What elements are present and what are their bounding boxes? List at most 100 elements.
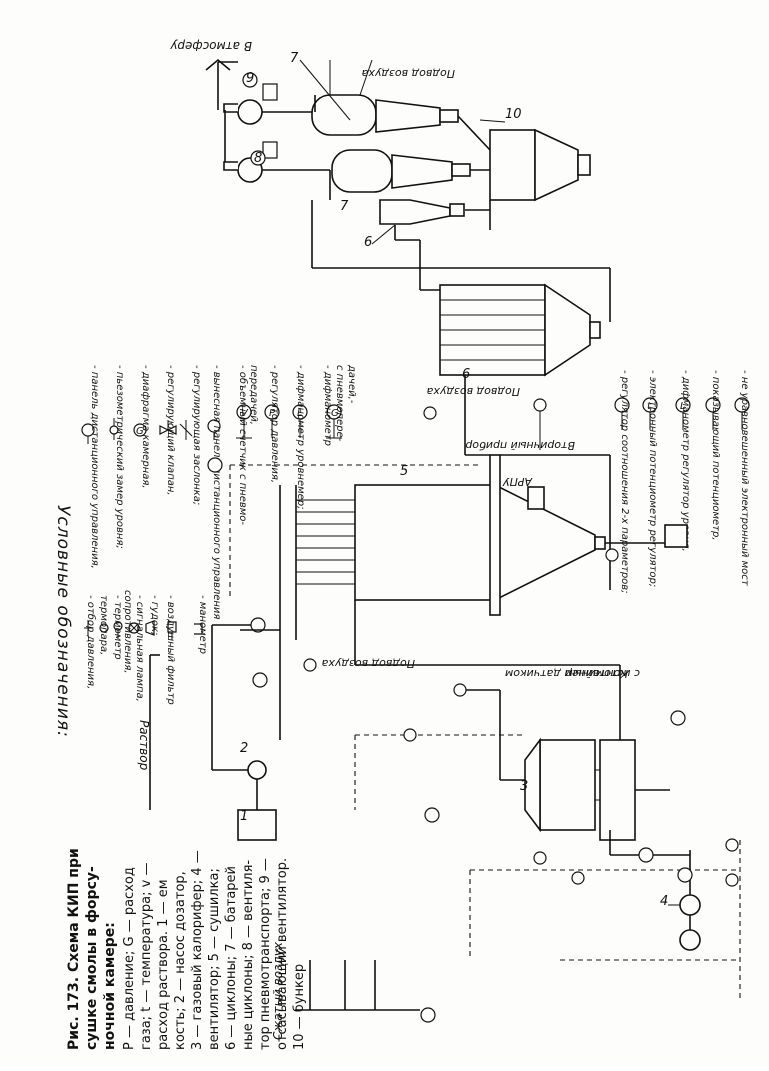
- bunker-10: 10: [479, 107, 591, 202]
- dosing-pump-2: 2: [211, 617, 268, 780]
- arpu-label: АРПУ: [502, 475, 533, 488]
- caption-line-1: Рис. 173. Схема КИП при: [66, 848, 82, 1050]
- legend-left-7: - воздушный фильтр: [165, 595, 176, 705]
- legend-right-12: с пневмопере-: [334, 365, 345, 442]
- caption-line-10: 6 — циклоны; 7 — батарей: [224, 866, 239, 1050]
- cyclone-6-upper: 6: [364, 199, 465, 250]
- dmp-letter: G: [331, 408, 339, 419]
- dryer-5: 5 АРПУ: [354, 454, 606, 616]
- legend-right-13: дачей,-: [346, 364, 357, 404]
- ratio-regulator-symbol: [614, 397, 630, 430]
- legend-right-17: - показывающий потенциометр,: [710, 370, 721, 541]
- level-regulator-symbol: L: [675, 397, 691, 430]
- caption-line-8: 3 — газовый калорифер; 4 —: [190, 850, 205, 1050]
- legend: Условные обозначения: - отбор давления, …: [53, 364, 750, 738]
- caption-line-11: ные циклоны; 8 — вентиля-: [241, 860, 256, 1050]
- orifice-letter: G: [136, 426, 144, 437]
- legend-right-14: - регулятор соотношения 2-х параметров;: [619, 370, 630, 594]
- label-9: 9: [246, 71, 254, 86]
- label-6-lower: 6: [462, 367, 470, 382]
- manometer-symbol: [194, 623, 203, 635]
- diff-manometer-level-symbol: L: [292, 404, 308, 438]
- electronic-potentiometer-symbol: t: [642, 397, 658, 430]
- label-7-upper: 7: [290, 51, 299, 66]
- preg-letter: P: [269, 408, 276, 419]
- compressed-air-label: Сжатый воздух: [271, 941, 285, 1040]
- nozzle-bank: [279, 485, 355, 600]
- signal-lamp-symbol: [128, 622, 140, 634]
- volume-meter-symbol: V: [236, 404, 252, 439]
- caption-line-12: тор пневмотранспорта; 9 —: [258, 858, 273, 1050]
- label-1: 1: [240, 809, 248, 824]
- legend-right-15: - электронный потенциометр регулятор;: [647, 370, 658, 587]
- chamber-orifice-symbol: G: [133, 423, 147, 437]
- legend-left-3: - термометр: [112, 595, 123, 660]
- pressure-tap-symbol: [84, 620, 92, 636]
- thermocouple-symbol: [99, 623, 109, 633]
- process-flow: В атмосферу 9 8: [137, 39, 741, 1040]
- cyclones-6-battery: 6: [439, 283, 601, 382]
- remote-panel-2-symbol: [207, 419, 221, 440]
- label-10: 10: [505, 107, 522, 122]
- ep-letter: t: [647, 401, 652, 412]
- legend-right-10: - дифманометр уровнемер;: [295, 365, 306, 510]
- remote-panel-symbol: [81, 423, 95, 444]
- piezometric-level-symbol: [109, 418, 119, 440]
- caption-line-7: кость; 2 — насос дозатор,: [173, 871, 188, 1050]
- container: Контейнер с истоминым датчиком: [505, 524, 688, 680]
- gas-calorifer-3: 3: [520, 737, 670, 841]
- control-damper-symbol: [179, 420, 193, 440]
- diff-manometer-pneumatic-symbol: G: [326, 404, 342, 439]
- legend-left-6: - гудок;: [149, 595, 160, 635]
- air-supply-low-label: Подвод воздуха: [321, 657, 415, 670]
- caption-line-13: отсасывающий вентилятор.: [275, 858, 290, 1050]
- figure-caption: Рис. 173. Схема КИП при сушке смолы в фо…: [66, 848, 307, 1050]
- legend-right-11: - дифманометр: [322, 365, 333, 446]
- caption-line-14: 10 — бункер: [292, 964, 307, 1050]
- label-2: 2: [240, 741, 248, 756]
- fan-4: 4: [660, 850, 701, 951]
- legend-right-9: - регулятор давления,: [269, 365, 280, 483]
- compressed-air-line: Сжатый воздух: [271, 941, 420, 1040]
- label-3: 3: [520, 779, 528, 794]
- caption-line-9: вентилятор; 5 — сушилка;: [207, 868, 222, 1050]
- horn-symbol: [145, 620, 155, 636]
- dml-letter: L: [297, 408, 303, 419]
- legend-right-2: - пьезометрический замер уровня;: [114, 365, 125, 549]
- indicating-potentiometer-symbol: [705, 397, 721, 430]
- secondary-device-label: Вторичный прибор: [465, 439, 575, 452]
- legend-left-8: - манометр: [197, 595, 208, 654]
- legend-left-1: - отбор давления,: [85, 595, 97, 689]
- legend-left-4: сопротивления,: [122, 590, 133, 674]
- legend-right-3: - диафрагма камерная,: [140, 365, 151, 489]
- legend-title: Условные обозначения:: [53, 505, 73, 738]
- label-6-upper: 6: [364, 235, 372, 250]
- pressure-regulator-symbol: P: [264, 404, 280, 438]
- legend-right-8: передачей,: [248, 365, 259, 425]
- vessel-1: 1: [237, 770, 277, 841]
- legend-right-4: - регулирующий клапан,: [165, 365, 176, 496]
- air-supply-top-label: Подвод воздуха: [361, 67, 455, 80]
- legend-right-5: - регулирующая заслонка;: [191, 365, 202, 505]
- label-5: 5: [400, 464, 408, 479]
- legend-right-6: - вынесная панель дистанционного управле…: [211, 365, 222, 619]
- caption-line-5: газа; t — температура; v —: [139, 863, 154, 1050]
- legend-right-7: - объемный счетчик с пневмо-: [237, 365, 249, 525]
- caption-line-4: P — давление; G — расход: [122, 867, 137, 1050]
- label-4: 4: [660, 894, 668, 909]
- legend-left-5: - сигнальная лампа,: [134, 595, 145, 702]
- battery-cyclone-7-upper: 7: [290, 51, 459, 136]
- air-filter-symbol: [167, 621, 177, 640]
- control-valve-symbol: [159, 420, 177, 435]
- air-supply-mid-label: Подвод воздуха: [426, 385, 520, 398]
- caption-line-3: ночной камере:: [102, 922, 118, 1050]
- container-label-1: Контейнер: [565, 667, 628, 680]
- solution-label: Раствор: [137, 720, 151, 771]
- container-label-2: с истоминым датчиком: [505, 667, 640, 680]
- caption-line-6: расход раствора. 1 — ем: [156, 879, 171, 1050]
- resistance-thermometer-symbol: [113, 621, 123, 638]
- label-8: 8: [254, 151, 262, 166]
- signal-lines: [229, 464, 741, 1000]
